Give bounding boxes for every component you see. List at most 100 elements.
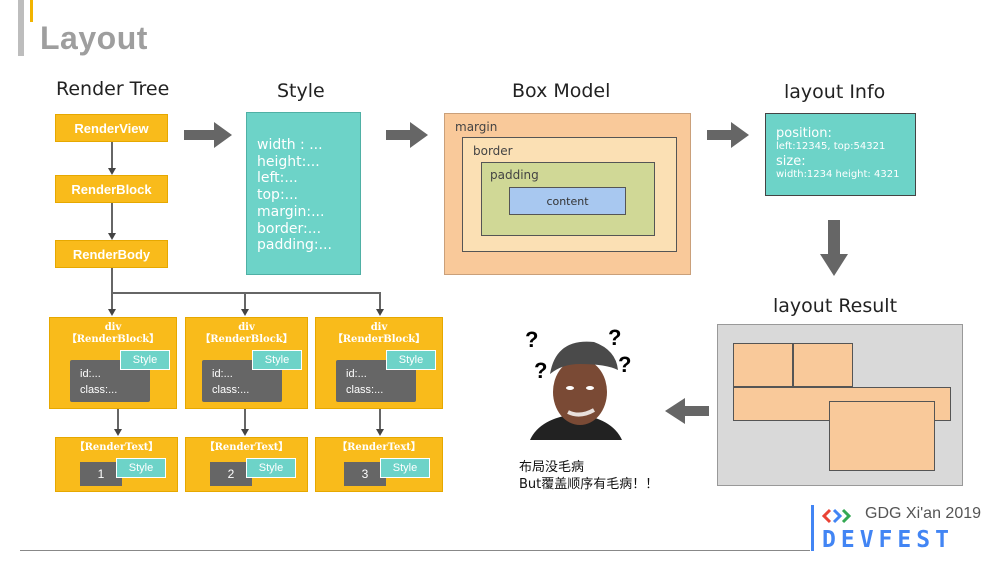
text-node-number: 3 [344,462,386,486]
id-attr: id:... [346,368,367,380]
arrow-down-icon [114,429,122,436]
render-text-2: 【RenderText】 2 Style [185,437,308,492]
style-chip: Style [120,350,170,370]
slide-title: Layout [40,20,148,56]
gdg-logo-icon [822,508,852,524]
confused-person-meme-image [520,330,632,440]
render-view-node: RenderView [55,114,168,142]
heading-style: Style [277,80,325,102]
arrow-down-icon [108,233,116,240]
margin-label: margin [455,120,498,134]
tree-connector [111,203,113,235]
style-prop: left:... [257,170,298,187]
render-body-node: RenderBody [55,240,168,268]
arrow-down-icon [108,309,116,316]
class-attr: class:... [80,384,118,396]
tree-connector [111,292,113,310]
div-tag-label: div [104,322,122,333]
style-chip: Style [116,458,166,478]
meme-caption-line2: But覆盖顺序有毛病！！ [519,477,659,492]
arrow-right-icon [707,122,749,148]
style-prop: border:... [257,220,322,237]
layout-rect [793,343,853,387]
class-attr: class:... [346,384,384,396]
div-tag-label: div [238,322,255,333]
id-attr: id:... [212,368,233,380]
arrow-down-icon [376,309,384,316]
div-render-block-2: div 【RenderBlock】 id:... class:... Style [185,317,308,409]
arrow-down-icon [376,429,384,436]
render-block-label: 【RenderBlock】 [66,334,160,345]
div-render-block-1: div 【RenderBlock】 id:... class:... Style [49,317,177,409]
devfest-logo-text: DEVFEST [822,527,954,553]
question-mark-icon: ? [525,327,539,352]
text-node-number: 1 [80,462,122,486]
box-model-border: border padding content [462,137,677,252]
render-text-1: 【RenderText】 1 Style [55,437,178,492]
question-mark-icon: ? [618,352,632,377]
arrow-down-icon [820,220,848,276]
layout-info-box: position: left:12345, top:54321 size: wi… [765,113,916,196]
layout-rect [829,401,935,471]
render-text-3: 【RenderText】 3 Style [315,437,443,492]
tree-connector [111,268,113,292]
border-label: border [473,144,513,158]
arrow-down-icon [241,429,249,436]
question-mark-icon: ? [534,358,548,383]
layout-result-panel [717,324,963,486]
attributes-box: id:... class:... [336,360,416,402]
style-prop: padding:... [257,237,332,254]
style-prop: top:... [257,187,299,204]
footer-accent-bar [811,505,814,551]
box-model-padding: padding content [481,162,655,236]
tree-connector [117,409,119,431]
style-prop: margin:... [257,203,325,220]
text-node-number: 2 [210,462,252,486]
arrow-down-icon [108,168,116,175]
position-value: left:12345, top:54321 [776,141,886,152]
padding-label: padding [490,168,539,182]
title-accent-mark [30,0,33,22]
title-accent-bar [18,0,24,56]
heading-layout-info: layout Info [784,81,886,103]
layout-rect [733,343,793,387]
gdg-event-label: GDG Xi'an 2019 [865,505,982,522]
arrow-down-icon [241,309,249,316]
size-label: size: [776,154,806,169]
render-text-label: 【RenderText】 [337,442,421,453]
tree-connector [111,142,113,170]
render-block-node: RenderBlock [55,175,168,203]
tree-connector [244,409,246,431]
footer-divider [20,550,810,551]
style-chip: Style [386,350,436,370]
render-block-label: 【RenderBlock】 [332,334,426,345]
div-tag-label: div [370,322,388,333]
meme-caption-line1: 布局没毛病 [519,460,585,475]
box-model-margin: margin border padding content [444,113,691,275]
style-chip: Style [252,350,302,370]
question-mark-icon: ? [608,325,622,350]
tree-connector [244,292,246,310]
devfest-logo: DEVFEST [822,527,954,553]
box-model-content: content [509,187,626,215]
heading-box-model: Box Model [512,80,611,102]
style-chip: Style [380,458,430,478]
style-properties-box: width : ... height:... left:... top:... … [246,112,361,275]
tree-connector [379,409,381,431]
heading-layout-result: layout Result [773,295,898,317]
style-prop: height:... [257,153,320,170]
style-prop: width : ... [257,137,323,153]
class-attr: class:... [212,384,250,396]
position-label: position: [776,126,832,141]
tree-connector [379,292,381,310]
div-render-block-3: div 【RenderBlock】 id:... class:... Style [315,317,443,409]
arrow-right-icon [184,122,232,148]
render-text-label: 【RenderText】 [204,442,289,453]
arrow-left-icon [665,398,709,424]
render-text-label: 【RenderText】 [74,442,159,453]
arrow-right-icon [386,122,428,148]
id-attr: id:... [80,368,101,380]
style-chip: Style [246,458,296,478]
heading-render-tree: Render Tree [56,78,170,100]
size-value: width:1234 height: 4321 [776,169,900,180]
